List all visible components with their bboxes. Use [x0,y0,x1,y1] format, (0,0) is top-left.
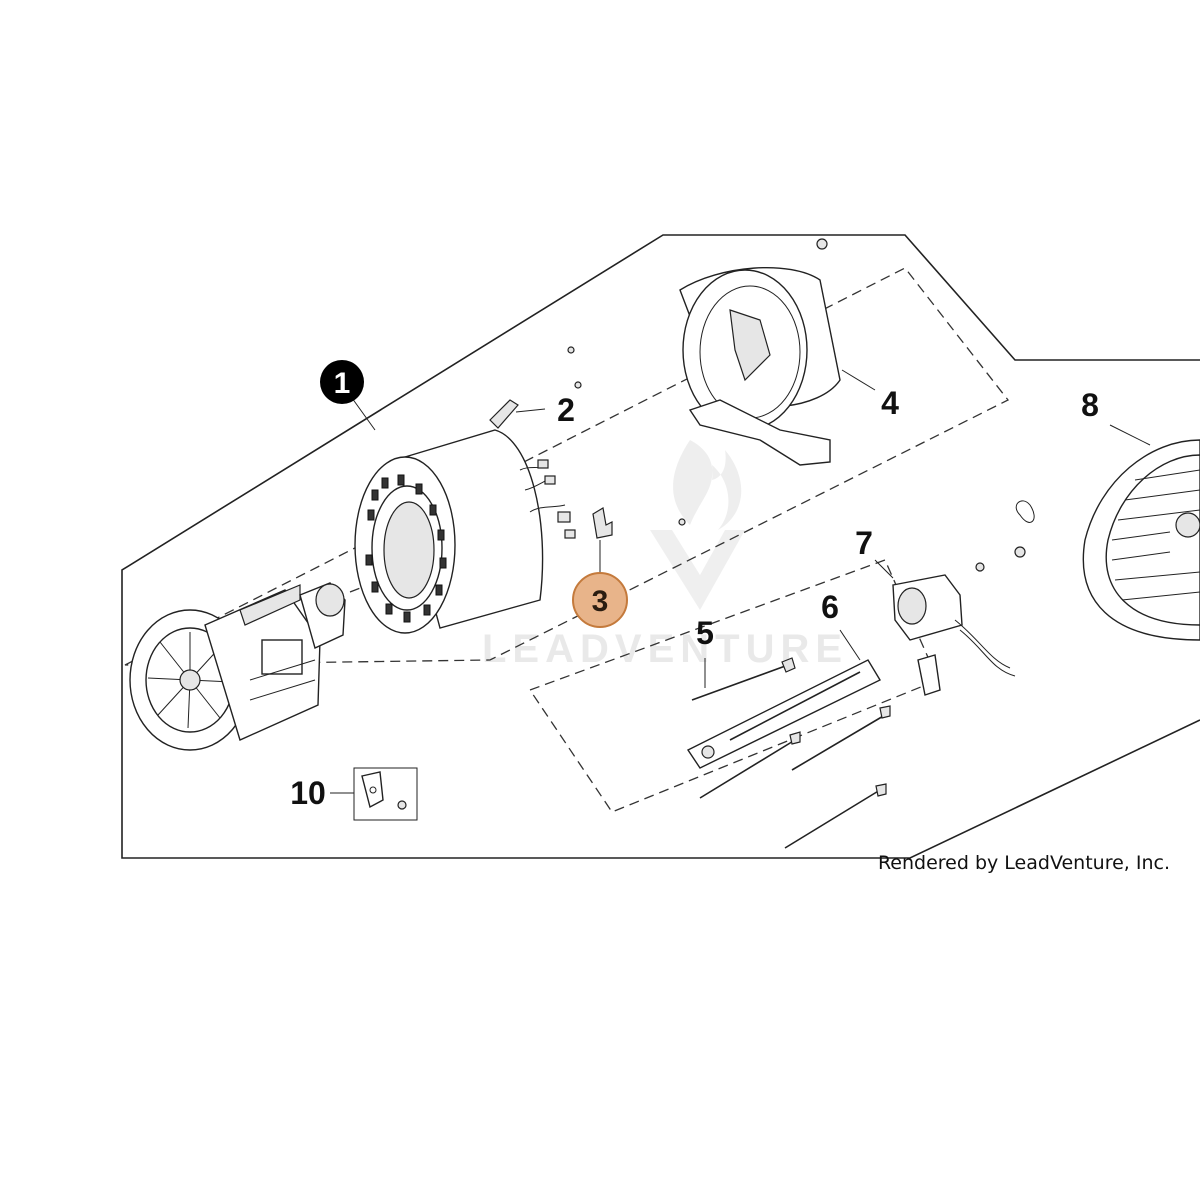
credit-text: Rendered by LeadVenture, Inc. [878,852,1170,874]
callout-7[interactable]: 7 [855,525,873,561]
callout-5[interactable]: 5 [696,615,714,651]
stator [354,429,576,634]
callout-3[interactable]: 3 [572,572,628,628]
callout-3-highlight [572,572,628,628]
callout-7-label: 7 [855,525,873,561]
callout-10[interactable]: 10 [290,775,326,811]
callout-2-label: 2 [557,392,575,428]
callout-10-label: 10 [290,775,326,811]
callout-6-label: 6 [821,589,839,625]
part-5-bolt [691,657,796,701]
part-3-bracket [592,507,686,572]
watermark-logo-icon [650,440,745,610]
callout-1[interactable]: 1 [320,360,364,404]
callout-1-label: 1 [334,367,351,400]
dashed-group-upper [124,267,1010,666]
part-4-housing [679,238,876,466]
callout-8-label: 8 [1081,387,1099,423]
part-7-regulator [874,500,1035,696]
assembly-boundary [121,234,1200,859]
callout-1-badge [320,360,364,404]
callout-8[interactable]: 8 [1081,387,1099,423]
callout-2[interactable]: 2 [557,392,575,428]
callout-4-label: 4 [881,385,899,421]
part-2-terminal [489,346,582,429]
part-10-kit [330,767,418,821]
callout-6[interactable]: 6 [821,589,839,625]
part-6-bolt-kit [686,629,891,849]
rotor [129,582,346,751]
part-8-fan-cover [1082,424,1200,641]
callout-3-label: 3 [592,585,609,618]
leader-1 [351,397,376,431]
callout-5-label: 5 [696,615,714,651]
callout-4[interactable]: 4 [881,385,899,421]
